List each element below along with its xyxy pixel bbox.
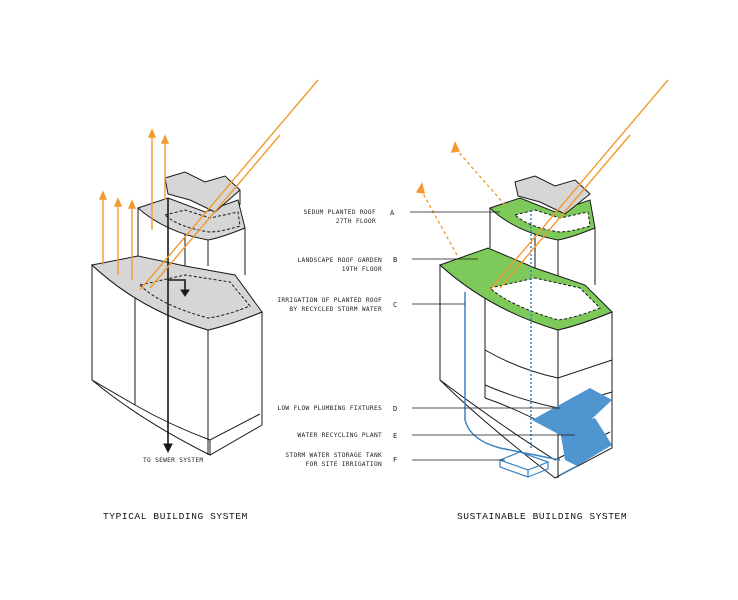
recycle-link	[559, 465, 578, 476]
irrigation-pipe	[464, 292, 561, 461]
label-e-line1: WATER RECYCLING PLANT	[297, 432, 382, 439]
label-b-letter: B	[393, 256, 397, 264]
sun-ray	[499, 134, 631, 289]
roof-19-dashed	[488, 277, 601, 321]
label-f-letter: F	[393, 456, 397, 464]
roof-27-dashed	[164, 209, 241, 233]
label-c-letter: C	[393, 301, 397, 309]
lower-block-inner	[91, 298, 261, 455]
sustainable-building	[439, 175, 613, 479]
storage-tank	[498, 451, 550, 478]
label-e-letter: E	[393, 432, 397, 440]
sun-ray	[149, 134, 281, 289]
ray-arrowhead	[160, 134, 170, 144]
sun-ray	[489, 79, 669, 291]
sewer-arrowhead	[163, 443, 173, 454]
label-d-letter: D	[393, 405, 397, 413]
sustainable-caption: SUSTAINABLE BUILDING SYSTEM	[457, 511, 627, 522]
ray-arrowhead	[113, 197, 123, 207]
typical-caption: TYPICAL BUILDING SYSTEM	[103, 511, 248, 522]
label-a-line2: 27TH FLOOR	[336, 218, 376, 225]
lower-block-inner	[439, 298, 611, 478]
recycling-plant	[560, 418, 612, 466]
label-f-line2: FOR SITE IRRIGATION	[306, 461, 382, 468]
label-b-line1: LANDSCAPE ROOF GARDEN	[297, 257, 382, 264]
label-b-line2: 19TH FLOOR	[342, 266, 382, 273]
sewer-label: TO SEWER SYSTEM	[143, 457, 203, 464]
label-a-letter: A	[390, 209, 395, 217]
ray-arrowhead	[147, 128, 157, 138]
sun-ray	[139, 79, 319, 291]
reflected-ray-dashed	[454, 147, 506, 206]
roof-19-dashed	[139, 274, 251, 319]
middle-tower	[489, 208, 596, 285]
label-f-line1: STORM WATER STORAGE TANK	[285, 452, 382, 459]
roof-27-dashed	[513, 209, 591, 233]
label-c-line2: BY RECYCLED STORM WATER	[289, 306, 382, 313]
label-d-line1: LOW FLOW PLUMBING FIXTURES	[277, 405, 382, 412]
ray-arrowhead	[450, 141, 461, 153]
label-a-line1: SEDUM PLANTED ROOF	[304, 209, 376, 216]
ray-arrowhead	[127, 199, 137, 209]
ray-arrowhead	[415, 182, 425, 194]
fixture-panel	[532, 388, 612, 435]
roof-27-gray	[137, 197, 246, 241]
label-column: SEDUM PLANTED ROOF 27TH FLOOR A LANDSCAP…	[277, 209, 575, 468]
water-system	[464, 210, 612, 478]
ray-arrowhead	[98, 190, 108, 200]
sun-rays-right	[415, 79, 669, 291]
reflected-ray-dashed	[419, 187, 458, 256]
sun-rays-left	[98, 79, 319, 291]
sewer-arrowhead-2	[180, 289, 190, 297]
sewer-pipe	[167, 198, 186, 445]
roof-19-gray	[90, 255, 263, 331]
label-c-line1: IRRIGATION OF PLANTED ROOF	[277, 297, 382, 304]
